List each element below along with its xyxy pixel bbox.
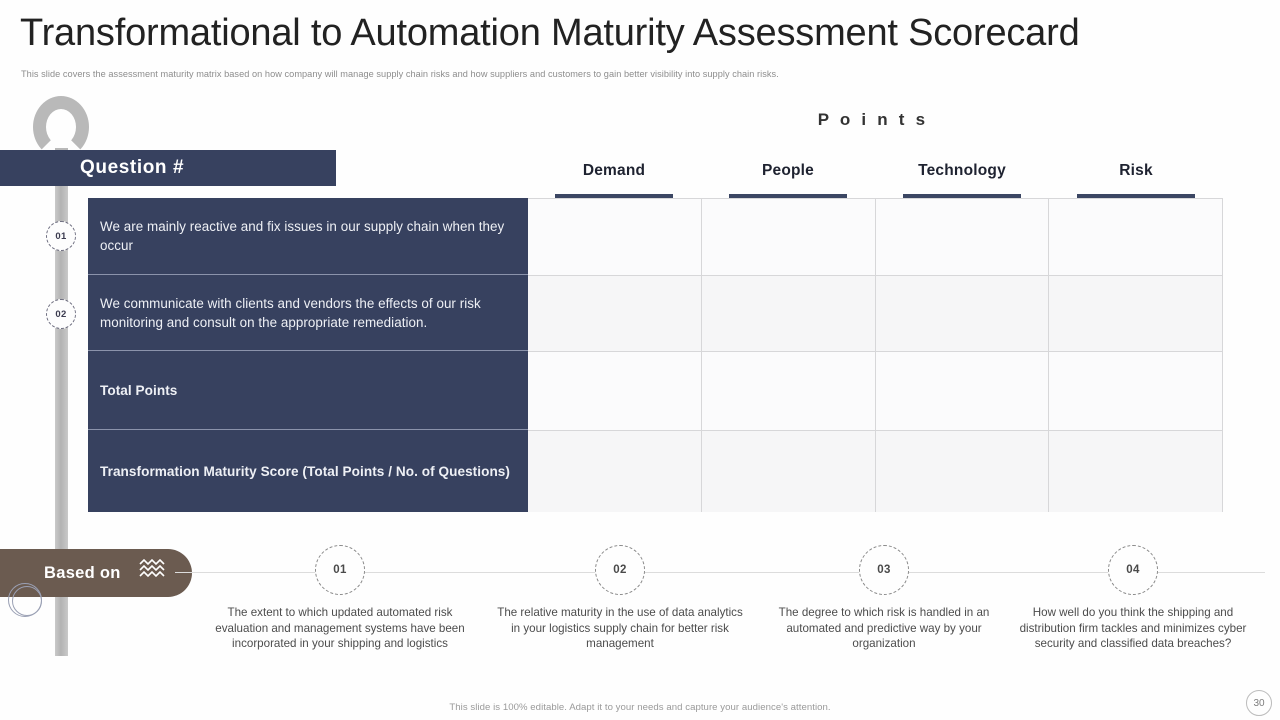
maturity-score-label: Transformation Maturity Score (Total Poi…	[100, 463, 510, 479]
score-cell[interactable]	[700, 198, 875, 275]
timeline-circle-04: 04	[1108, 545, 1158, 595]
score-cell[interactable]	[1048, 275, 1222, 351]
column-rule	[555, 194, 673, 198]
column-header-risk-label: Risk	[1119, 162, 1153, 179]
score-cell[interactable]	[874, 275, 1049, 351]
question-header-label: Question #	[80, 157, 185, 178]
column-header-people-label: People	[761, 162, 815, 179]
table-row: We are mainly reactive and fix issues in…	[88, 198, 528, 275]
table-row: Total Points	[88, 351, 528, 430]
timeline-circle-01: 01	[315, 545, 365, 595]
score-cell[interactable]	[700, 430, 875, 512]
score-cell[interactable]	[1048, 198, 1222, 275]
ring-decoration-inner	[12, 586, 42, 616]
score-cell[interactable]	[527, 351, 701, 430]
timeline-item-01: 01 The extent to which updated automated…	[215, 545, 465, 652]
question-row-text: We are mainly reactive and fix issues in…	[100, 219, 505, 253]
score-cell[interactable]	[700, 351, 875, 430]
based-on-label: Based on	[44, 563, 121, 582]
score-cell[interactable]	[1048, 430, 1222, 512]
column-header-technology-label: Technology	[918, 162, 1006, 179]
score-cell[interactable]	[874, 198, 1049, 275]
footer-note: This slide is 100% editable. Adapt it to…	[449, 702, 831, 713]
score-cell[interactable]	[527, 275, 701, 351]
points-heading: P o i n t s	[817, 110, 929, 129]
step-circle-02: 02	[46, 299, 76, 329]
score-grid	[527, 198, 1223, 512]
question-row-text: We communicate with clients and vendors …	[100, 295, 481, 330]
score-cell[interactable]	[527, 430, 701, 512]
wave-icon	[138, 558, 166, 581]
timeline-description-04: How well do you think the shipping and d…	[1019, 606, 1247, 650]
timeline-description-01: The extent to which updated automated ri…	[215, 606, 465, 650]
page-number-badge: 30	[1246, 690, 1272, 716]
timeline-item-03: 03 The degree to which risk is handled i…	[759, 545, 1009, 652]
column-header-demand-label: Demand	[582, 162, 646, 179]
page-subtitle: This slide covers the assessment maturit…	[21, 69, 779, 79]
timeline-circle-03: 03	[859, 545, 909, 595]
based-on-banner: Based on	[0, 549, 192, 597]
timeline-circle-02: 02	[595, 545, 645, 595]
timeline-connector-line	[175, 572, 1265, 573]
score-cell[interactable]	[700, 275, 875, 351]
score-cell[interactable]	[527, 198, 701, 275]
timeline-item-02: 02 The relative maturity in the use of d…	[495, 545, 745, 652]
timeline-description-02: The relative maturity in the use of data…	[497, 606, 743, 650]
table-row: Transformation Maturity Score (Total Poi…	[88, 430, 528, 512]
timeline-item-04: 04 How well do you think the shipping an…	[1008, 545, 1258, 652]
page-title: Transformational to Automation Maturity …	[20, 12, 1080, 54]
timeline-description-03: The degree to which risk is handled in a…	[778, 606, 990, 650]
column-rule	[1077, 194, 1195, 198]
column-rule	[729, 194, 847, 198]
score-cell[interactable]	[1048, 351, 1222, 430]
score-cell[interactable]	[874, 351, 1049, 430]
step-circle-01: 01	[46, 221, 76, 251]
table-row: We communicate with clients and vendors …	[88, 275, 528, 351]
question-column-header: Question #	[0, 150, 336, 186]
score-cell[interactable]	[874, 430, 1049, 512]
total-points-label: Total Points	[100, 382, 178, 398]
column-rule	[903, 194, 1021, 198]
